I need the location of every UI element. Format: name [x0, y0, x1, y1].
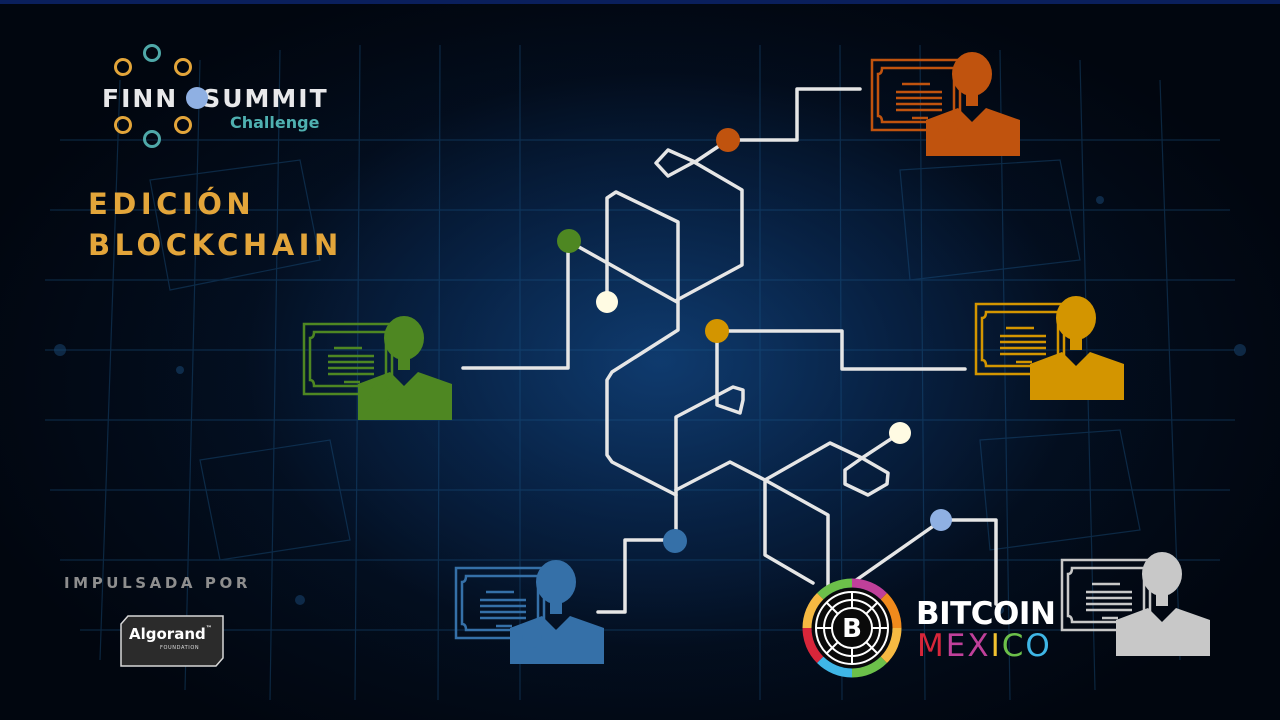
mexico-letter: O [1025, 628, 1052, 664]
logo-ring-icon [174, 58, 192, 76]
logo-center-dot-icon [186, 87, 208, 109]
mexico-letter: I [990, 628, 1002, 664]
algorand-foundation: FOUNDATION [160, 645, 200, 651]
certificate-person-icon-green [302, 316, 452, 420]
headline-line-1: EDICIÓN [88, 187, 256, 221]
algorand-wordmark: Algorand™ [129, 625, 212, 643]
mexico-letter: E [945, 628, 968, 664]
node-blue [663, 529, 687, 553]
algorand-badge-shape-icon [120, 615, 224, 667]
top-strip [0, 0, 1280, 4]
node-periwinkle [930, 509, 952, 531]
logo-ring-icon [143, 130, 161, 148]
bitcoin-mexico-badge-icon: B [802, 578, 902, 678]
algorand-trademark: ™ [205, 625, 212, 632]
logo-ring-icon [114, 58, 132, 76]
svg-text:B: B [842, 614, 862, 644]
certificate-person-icon-orange [870, 52, 1020, 156]
certificate-person-icon-gray [1060, 552, 1210, 656]
logo-ring-icon [174, 116, 192, 134]
bitcoin-wordmark: BITCOIN [916, 596, 1056, 632]
logo-word-summit: SUMMIT [202, 84, 329, 113]
node-cream-right [889, 422, 911, 444]
certificate-person-icon-blue [454, 560, 604, 664]
mexico-letter: X [967, 628, 991, 664]
mexico-letter: M [917, 628, 946, 664]
node-yellow [705, 319, 729, 343]
certificate-person-icon-yellow [974, 296, 1124, 400]
mexico-letter: C [1001, 628, 1026, 664]
mexico-wordmark: MEXICO [917, 629, 1052, 663]
algorand-name: Algorand [129, 625, 206, 643]
sponsor-label: IMPULSADA POR [64, 574, 252, 592]
node-cream-top [596, 291, 618, 313]
node-green [557, 229, 581, 253]
finnosummit-logo: FINN SUMMIT Challenge [100, 42, 340, 152]
node-orange [716, 128, 740, 152]
logo-wordmark: FINN SUMMIT [102, 84, 329, 113]
logo-ring-icon [114, 116, 132, 134]
headline-line-2: BLOCKCHAIN [88, 228, 343, 262]
logo-ring-icon [143, 44, 161, 62]
algorand-logo: Algorand™ FOUNDATION [120, 615, 224, 667]
edition-headline: EDICIÓN BLOCKCHAIN [88, 184, 343, 266]
logo-word-finn: FINN [102, 84, 179, 113]
logo-subtitle: Challenge [230, 113, 320, 132]
